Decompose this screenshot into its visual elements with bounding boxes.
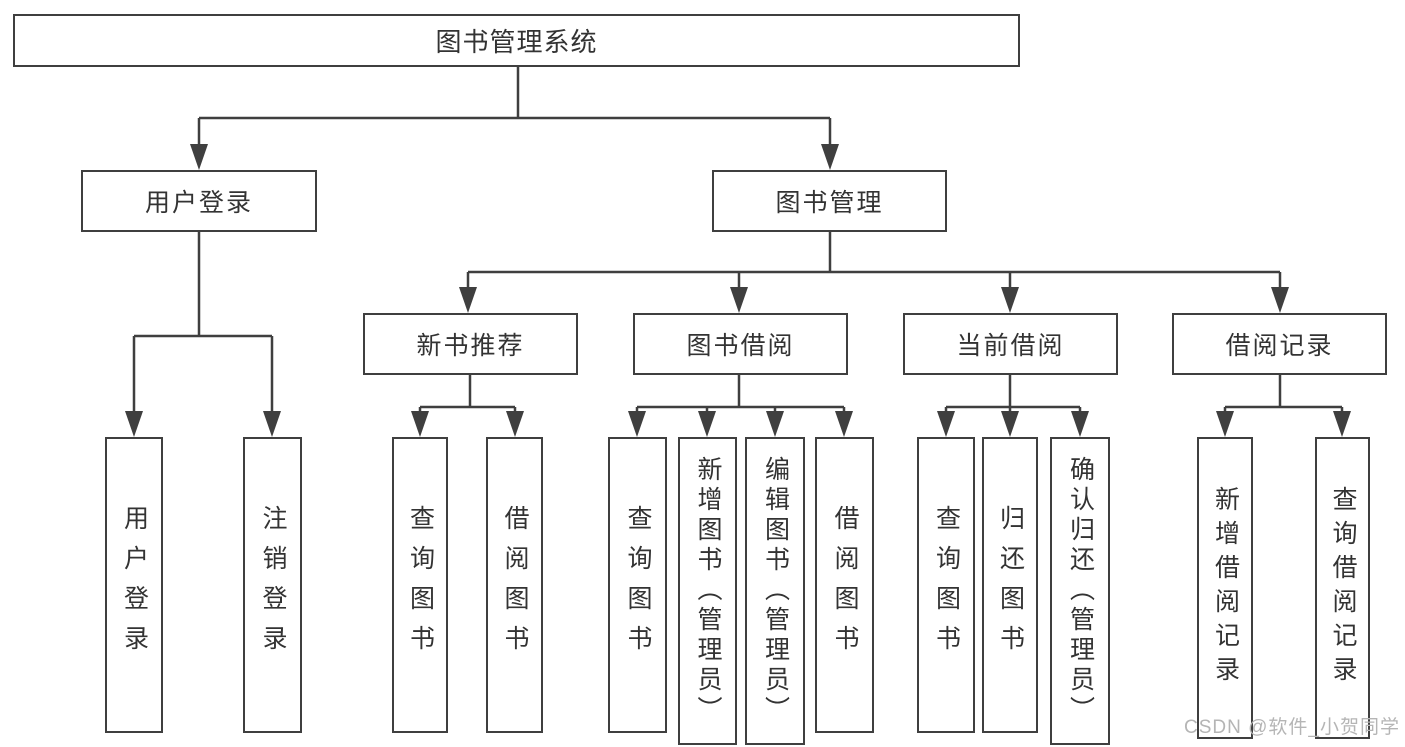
leaf-borrow-books-recommend: 借阅图书	[486, 437, 543, 733]
leaf-query-books-current: 查询图书	[917, 437, 975, 733]
leaf-query-books-current-label: 查询图书	[932, 505, 961, 665]
node-borrowing-records-label: 借阅记录	[1225, 332, 1334, 360]
leaf-confirm-return-admin: 确认归还（管理员）	[1050, 437, 1110, 745]
root-node-label: 图书管理系统	[435, 27, 598, 57]
leaf-add-borrow-record-label: 新增借阅记录	[1211, 486, 1240, 690]
leaf-query-books-borrowing: 查询图书	[608, 437, 667, 733]
leaf-query-books-borrowing-label: 查询图书	[624, 505, 652, 665]
leaf-user-login: 用户登录	[105, 437, 163, 733]
node-borrowing-records: 借阅记录	[1172, 313, 1387, 375]
node-book-borrowing-label: 图书借阅	[686, 332, 795, 360]
leaf-add-borrow-record: 新增借阅记录	[1197, 437, 1253, 739]
node-new-book-recommend: 新书推荐	[363, 313, 578, 375]
leaf-borrow-books-recommend-label: 借阅图书	[501, 505, 529, 665]
leaf-add-books-admin: 新增图书（管理员）	[678, 437, 737, 745]
leaf-return-books-label: 归还图书	[996, 505, 1025, 665]
node-user-login: 用户登录	[81, 170, 317, 232]
node-user-login-label: 用户登录	[144, 189, 253, 217]
node-current-borrowing-label: 当前借阅	[956, 332, 1065, 360]
csdn-watermark: CSDN @软件_小贺同学	[1184, 717, 1400, 738]
leaf-confirm-return-admin-label: 确认归还（管理员）	[1066, 456, 1095, 726]
node-book-management: 图书管理	[712, 170, 947, 232]
leaf-query-borrow-record: 查询借阅记录	[1315, 437, 1370, 739]
leaf-query-books-recommend: 查询图书	[392, 437, 448, 733]
leaf-borrow-books-borrowing-label: 借阅图书	[831, 505, 859, 665]
leaf-query-books-recommend-label: 查询图书	[406, 505, 435, 665]
leaf-add-books-admin-label: 新增图书（管理员）	[694, 456, 722, 726]
leaf-return-books: 归还图书	[982, 437, 1038, 733]
leaf-edit-books-admin: 编辑图书（管理员）	[745, 437, 805, 745]
node-book-management-label: 图书管理	[775, 189, 884, 217]
leaf-user-login-label: 用户登录	[120, 505, 149, 665]
leaf-logout: 注销登录	[243, 437, 302, 733]
leaf-borrow-books-borrowing: 借阅图书	[815, 437, 874, 733]
node-new-book-recommend-label: 新书推荐	[416, 332, 525, 360]
leaf-query-borrow-record-label: 查询借阅记录	[1329, 486, 1357, 690]
node-book-borrowing: 图书借阅	[633, 313, 848, 375]
root-node-library-management-system: 图书管理系统	[13, 14, 1020, 67]
leaf-logout-label: 注销登录	[259, 505, 287, 665]
node-current-borrowing: 当前借阅	[903, 313, 1118, 375]
leaf-edit-books-admin-label: 编辑图书（管理员）	[761, 456, 790, 726]
